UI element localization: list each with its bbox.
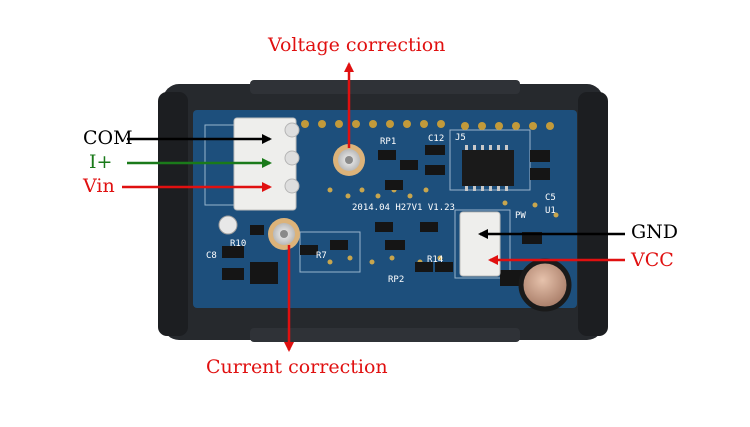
pcb-label-pw: PW — [515, 211, 526, 221]
callout-arrows — [122, 62, 625, 352]
pcb-label-j5: J5 — [455, 133, 466, 143]
voltage-correction-label: Voltage correction — [268, 34, 446, 56]
pcb-label-rp2: RP2 — [388, 275, 404, 285]
pcb-label-c8: C8 — [206, 251, 217, 261]
pcb-label-r10: R10 — [230, 239, 246, 249]
vin-label: Vin — [83, 175, 115, 197]
com-label: COM — [83, 127, 133, 149]
i-plus-label: I+ — [89, 151, 113, 173]
gnd-label: GND — [631, 221, 679, 243]
pcb-label-c5: C5 — [545, 193, 556, 203]
pcb-label-c12: C12 — [428, 134, 444, 144]
pcb-silkscreen: RP1 RP2 C12 2014.04 H27V1 V1.23 R10 R7 R… — [206, 133, 556, 285]
pcb-label-r14: R14 — [427, 255, 443, 265]
pcb-label-r7: R7 — [316, 251, 327, 261]
vcc-label: VCC — [631, 249, 674, 271]
pcb-label-u1: U1 — [545, 206, 556, 216]
pcb-label-rp1: RP1 — [380, 137, 396, 147]
pcb-label-version: 2014.04 H27V1 V1.23 — [352, 203, 455, 213]
current-correction-label: Current correction — [206, 356, 388, 378]
